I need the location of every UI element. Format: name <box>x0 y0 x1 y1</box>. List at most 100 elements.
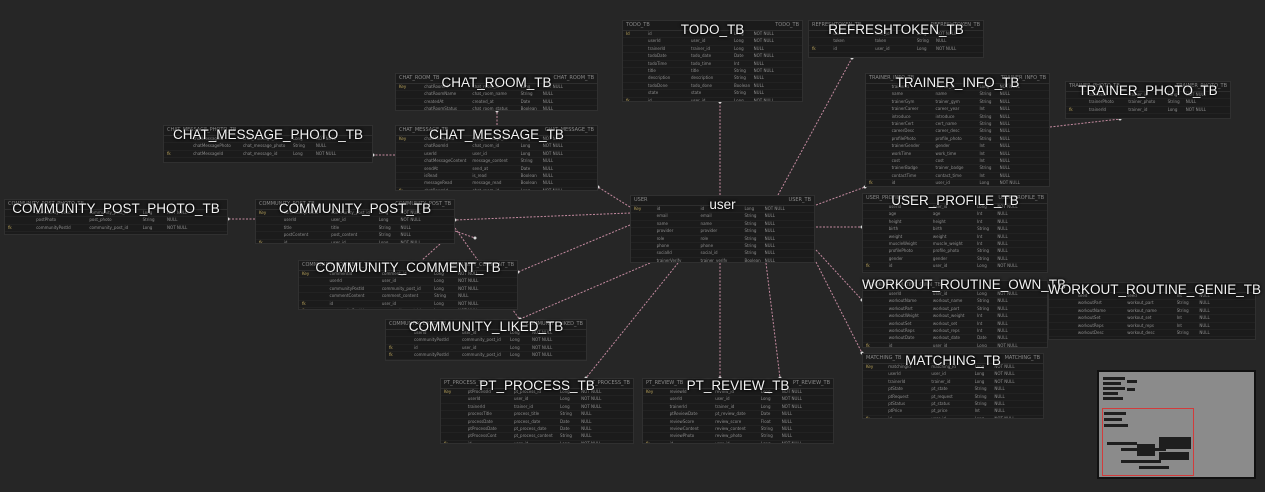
minimap-viewport[interactable] <box>1102 408 1194 476</box>
table-header[interactable]: CHAT_MESSAGE_PHOTO_TB <box>164 126 372 136</box>
table-header[interactable] <box>1049 283 1255 293</box>
